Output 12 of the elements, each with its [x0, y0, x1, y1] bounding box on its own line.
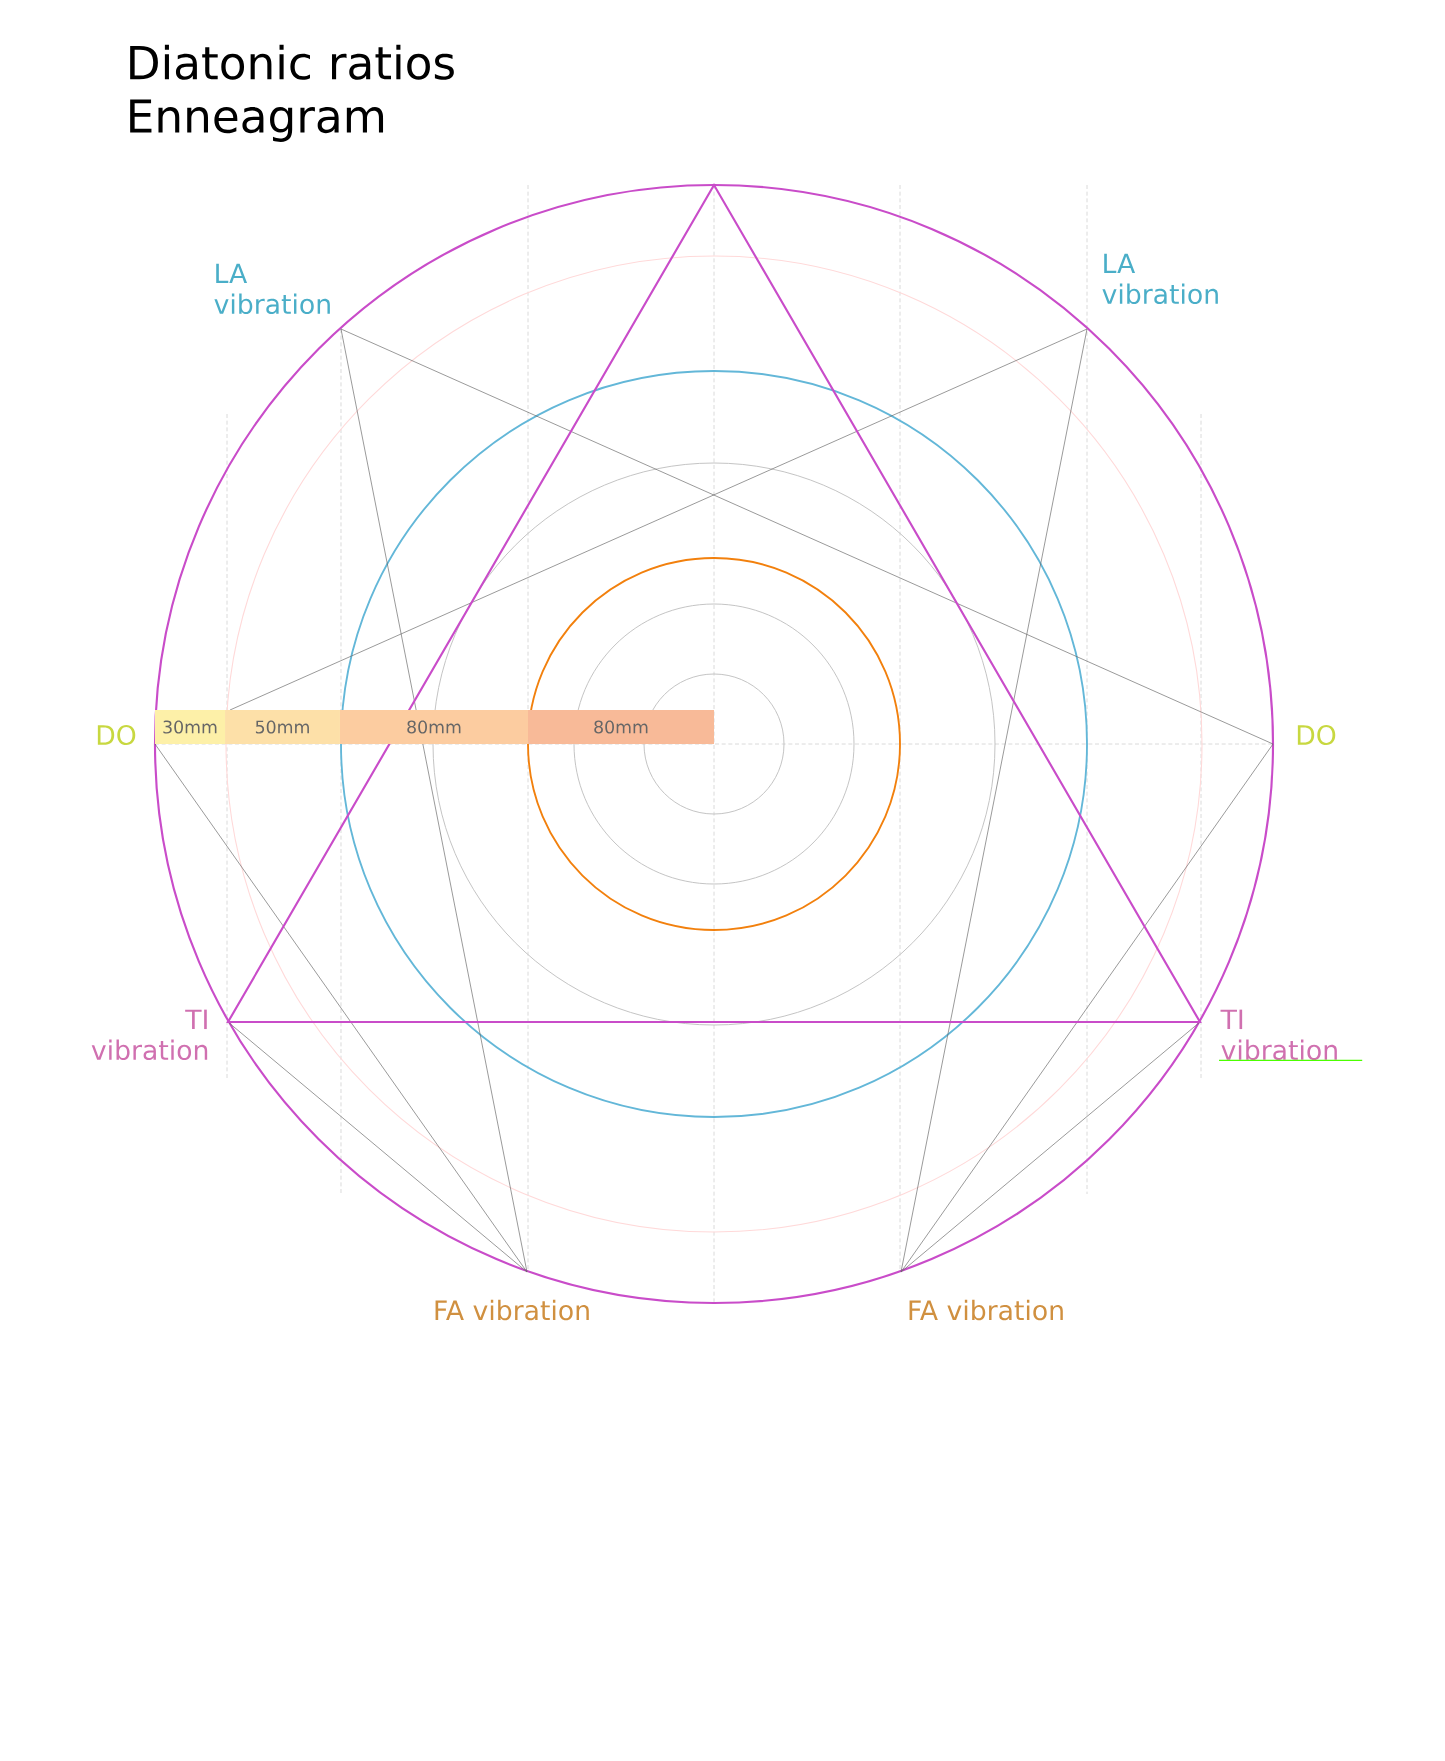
vertex-label: FA vibration [909, 1299, 1063, 1321]
vertex-label: LA vibration [214, 263, 330, 315]
measure-bar: 80mm [528, 710, 714, 744]
measure-bar: 80mm [340, 710, 528, 744]
vertex-label: LA vibration [1102, 253, 1218, 305]
measure-bar: 30mm [155, 710, 225, 744]
vertex-label: TI vibration [91, 1009, 208, 1061]
vertex-label: TI vibration [1218, 1009, 1363, 1061]
measure-bar: 50mm [225, 710, 340, 744]
vertex-label: DO [1297, 724, 1336, 746]
vertex-label: FA vibration [435, 1299, 589, 1321]
title: Diatonic ratios Enneagram [130, 44, 454, 142]
